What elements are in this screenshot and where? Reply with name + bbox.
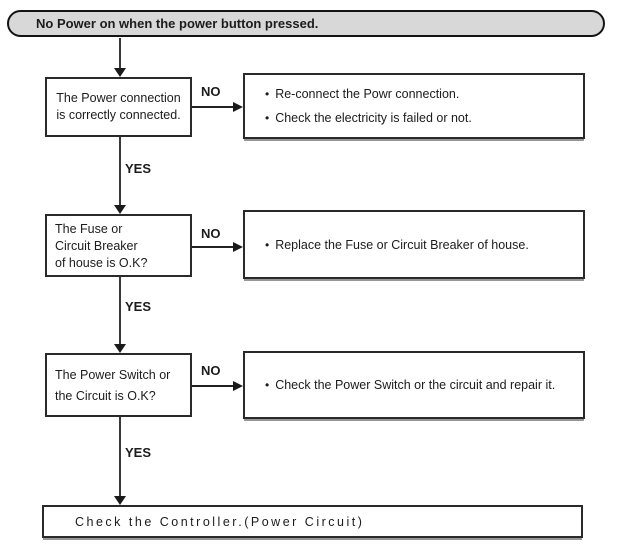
bullet-icon: •: [265, 111, 270, 125]
action-item: • Re-connect the Powr connection.: [265, 87, 583, 101]
decision-power-switch: The Power Switch or the Circuit is O.K?: [45, 353, 192, 417]
decision-power-connection: The Power connection is correctly connec…: [45, 77, 192, 137]
decision-line: The Power Switch or: [55, 368, 171, 382]
decision-line: of house is O.K?: [55, 256, 148, 270]
connector-q3-no: [192, 385, 234, 387]
no-label: NO: [201, 363, 221, 378]
connector-q1-to-q2: [119, 137, 121, 206]
action-box-reconnect: • Re-connect the Powr connection. • Chec…: [243, 73, 585, 139]
action-box-check-switch: • Check the Power Switch or the circuit …: [243, 351, 585, 419]
arrowhead-down-icon: [114, 68, 126, 77]
arrowhead-right-icon: [233, 242, 243, 252]
no-label: NO: [201, 84, 221, 99]
decision-line: the Circuit is O.K?: [55, 389, 156, 403]
action-item: • Check the Power Switch or the circuit …: [265, 378, 583, 392]
decision-line: The Fuse or: [55, 222, 123, 236]
action-box-replace-fuse: • Replace the Fuse or Circuit Breaker of…: [243, 210, 585, 279]
arrowhead-down-icon: [114, 344, 126, 353]
arrowhead-right-icon: [233, 102, 243, 112]
start-node: No Power on when the power button presse…: [7, 10, 605, 37]
end-node: Check the Controller.(Power Circuit): [42, 505, 583, 538]
arrowhead-down-icon: [114, 496, 126, 505]
action-text: Check the Power Switch or the circuit an…: [275, 378, 556, 392]
connector-start-to-q1: [119, 38, 121, 70]
connector-q2-to-q3: [119, 277, 121, 345]
arrowhead-down-icon: [114, 205, 126, 214]
arrowhead-right-icon: [233, 381, 243, 391]
action-text: Check the electricity is failed or not.: [275, 111, 472, 125]
start-node-label: No Power on when the power button presse…: [36, 16, 319, 31]
bullet-icon: •: [265, 237, 270, 252]
action-item: • Check the electricity is failed or not…: [265, 111, 583, 125]
decision-fuse-breaker: The Fuse or Circuit Breaker of house is …: [45, 214, 192, 277]
action-text: Replace the Fuse or Circuit Breaker of h…: [275, 237, 529, 252]
end-node-label: Check the Controller.(Power Circuit): [75, 514, 365, 529]
action-item: • Replace the Fuse or Circuit Breaker of…: [265, 238, 583, 252]
bullet-icon: •: [265, 378, 270, 392]
decision-line: Circuit Breaker: [55, 239, 138, 253]
connector-q2-no: [192, 246, 234, 248]
bullet-icon: •: [265, 87, 270, 101]
decision-line: The Power connection: [56, 91, 181, 105]
yes-label: YES: [125, 161, 152, 176]
no-label: NO: [201, 226, 221, 241]
connector-q3-to-end: [119, 417, 121, 497]
connector-q1-no: [192, 106, 234, 108]
yes-label: YES: [125, 445, 152, 460]
action-text: Re-connect the Powr connection.: [275, 87, 460, 101]
decision-line: is correctly connected.: [56, 108, 181, 122]
yes-label: YES: [125, 299, 152, 314]
